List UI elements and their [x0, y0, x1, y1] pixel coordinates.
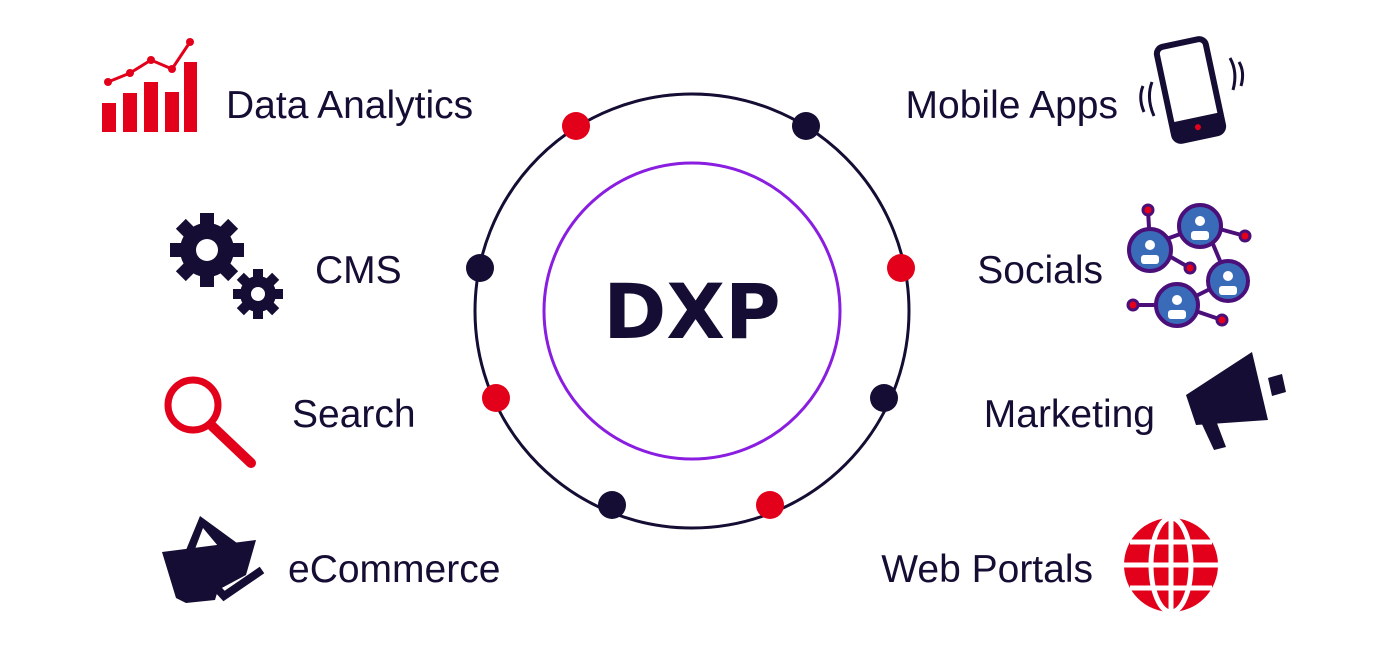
label-mobile-apps: Mobile Apps	[906, 84, 1118, 127]
ring-dot-navy	[466, 254, 494, 282]
ring-dots	[466, 112, 915, 519]
label-marketing: Marketing	[984, 393, 1155, 436]
ring-dot-red	[756, 491, 784, 519]
label-ecommerce: eCommerce	[288, 548, 500, 591]
label-data-analytics: Data Analytics	[226, 84, 473, 127]
label-web-portals: Web Portals	[881, 548, 1093, 591]
gears-icon	[170, 213, 283, 319]
outer-ring	[473, 92, 911, 530]
ring-dot-navy	[598, 491, 626, 519]
social-network-icon	[1126, 203, 1252, 328]
globe-icon	[1124, 515, 1218, 615]
ring-dot-red	[562, 112, 590, 140]
label-search: Search	[292, 393, 416, 436]
label-socials: Socials	[977, 249, 1103, 292]
ring-dot-red	[887, 254, 915, 282]
ring-dot-red	[482, 384, 510, 412]
ring-dot-navy	[792, 112, 820, 140]
mobile-phone-icon	[1139, 36, 1245, 144]
center-title: DXP	[603, 267, 780, 356]
basket-check-icon	[162, 516, 265, 603]
label-cms: CMS	[315, 249, 402, 292]
ring-dot-navy	[870, 384, 898, 412]
megaphone-icon	[1186, 352, 1286, 450]
magnifier-icon	[164, 376, 256, 468]
bar-chart-icon	[102, 38, 197, 132]
inner-ring	[542, 161, 842, 461]
